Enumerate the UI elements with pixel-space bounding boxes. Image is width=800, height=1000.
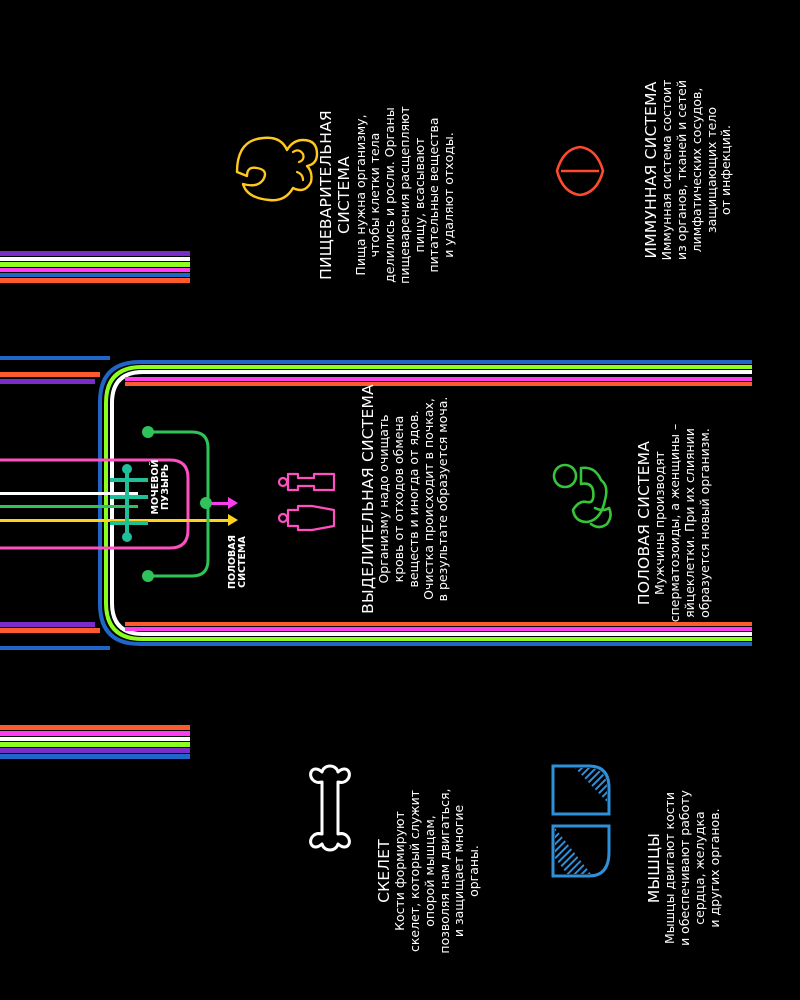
immune-line-4: защищающих тело [703,106,719,234]
reproductive-title: ПОЛОВАЯ СИСТЕМА [635,440,653,606]
skeleton-line-1: Кости формируют [392,811,408,931]
frame-top-left-stub-purple [0,379,95,384]
skeleton-body: Кости формируют скелет, который служит о… [392,756,482,986]
muscles-section: МЫШЦЫ Мышцы двигают кости и обеспечивают… [645,758,745,978]
digestive-line-3: делились и росли. Органы [382,107,398,283]
white-flow-line [0,492,138,495]
digestive-title-line-1: ПИЩЕВАРИТЕЛЬНАЯ [317,110,335,280]
frame-bottom-left-stub-purple [0,622,95,627]
reproductive-line-3: яйцеклетки. При их слиянии [681,428,697,618]
digestive-title: ПИЩЕВАРИТЕЛЬНАЯ СИСТЕМА [317,60,354,330]
mother-child-icon [552,463,612,529]
muscles-line-1: Мышцы двигают кости [662,791,678,945]
immune-line-2: из органов, тканей и сетей [674,80,690,260]
reproductive-label-line-2: СИСТЕМА [236,536,248,588]
stripe-group-bottom [0,725,190,759]
skeleton-section: СКЕЛЕТ Кости формируют скелет, который с… [375,756,515,986]
skeleton-line-4: позволяя нам двигаться, [436,788,452,954]
reproductive-node-top [142,426,154,438]
immune-title: ИММУННАЯ СИСТЕМА [642,81,660,259]
immune-section: ИММУННАЯ СИСТЕМА Иммунная система состои… [642,45,766,295]
digestive-line-6: питательные вещества [426,117,442,273]
excretory-body: Организму надо очищать кровь от отходов … [376,359,451,639]
digestive-body: Пища нужна организму, чтобы клетки тела … [352,60,457,330]
digestive-line-1: Пища нужна организму, [352,114,368,276]
immune-line-5: от инфекций. [718,125,734,215]
pink-flow-line [206,502,228,505]
stripe-group-top [0,251,190,283]
muscle-icon [551,764,611,878]
skeleton-title: СКЕЛЕТ [375,839,393,903]
reproductive-junction-node [200,497,212,509]
muscles-title: МЫШЦЫ [645,832,663,904]
immune-line-1: Иммунная система состоит [659,79,675,261]
immune-line-3: лимфатических сосудов, [688,87,704,253]
reproductive-system-label: ПОЛОВАЯ СИСТЕМА [227,527,252,597]
skeleton-line-2: скелет, который служит [407,790,423,952]
excretory-section: ВЫДЕЛИТЕЛЬНАЯ СИСТЕМА Организму надо очи… [359,359,483,639]
bone-icon [309,764,351,852]
excretory-line-1: Организму надо очищать [376,414,392,584]
skeleton-line-6: органы. [466,845,482,897]
bladder-branch-teal [110,464,148,542]
human-figures-icon [278,472,336,532]
skeleton-line-3: опорой мышцам, [421,815,437,927]
muscles-line-3: сердца, желудка [691,811,707,925]
excretory-line-5: в результате образуется моча. [435,396,451,602]
muscles-body: Мышцы двигают кости и обеспечивают работ… [662,758,722,978]
bladder-label: МОЧЕВОЙ ПУЗЫРЬ [150,457,175,517]
digestive-line-2: чтобы клетки тела [367,132,383,258]
skeleton-line-5: и защищает многие [451,804,467,938]
stomach-icon [235,136,319,202]
reproductive-line-1: Мужчины производят [652,451,668,595]
muscles-line-2: и обеспечивают работу [677,790,693,946]
reproductive-body: Мужчины производят сперматозоиды, а женщ… [652,393,712,653]
yellow-arrow-head [228,514,238,526]
excretory-title: ВЫДЕЛИТЕЛЬНАЯ СИСТЕМА [359,384,377,614]
muscles-line-4: и других органов. [706,808,722,928]
reproductive-line-4: образуется новый организм. [696,428,712,618]
frame-nested-lines [98,360,752,646]
shield-icon [555,145,605,197]
reproductive-node-bottom [142,570,154,582]
frame-top-left-stub-blue [0,356,110,360]
digestive-line-4: пищеварения расщепляют [396,106,412,284]
reproductive-section: ПОЛОВАЯ СИСТЕМА Мужчины производят сперм… [635,393,739,653]
frame-bottom-left-stub-blue [0,646,110,650]
frame-inner-top-stripes [125,377,752,386]
frame-inner-bottom-stripes [125,622,752,631]
green-flow-line [0,505,138,508]
digestive-line-7: и удаляют отходы. [441,132,457,258]
bladder-label-line-2: ПУЗЫРЬ [159,463,171,511]
frame-bottom-left-stub-orange [0,628,100,633]
bladder-loop-line [0,458,190,550]
reproductive-line-2: сперматозоиды, а женщины – [667,423,683,623]
excretory-line-2: кровь от отходов обмена [391,415,407,583]
digestive-title-line-2: СИСТЕМА [335,156,354,234]
immune-body: Иммунная система состоит из органов, тка… [659,45,734,295]
excretory-line-4: Очистка происходит в почках, [420,398,436,600]
frame-top-left-stub-orange [0,372,100,377]
pink-arrow-head [228,497,238,509]
digestive-section: ПИЩЕВАРИТЕЛЬНАЯ СИСТЕМА Пища нужна орган… [317,60,513,330]
excretory-line-3: веществ и иногда от ядов. [405,410,421,588]
digestive-line-5: пищу, всасывают [411,137,427,253]
yellow-flow-line [0,519,228,522]
